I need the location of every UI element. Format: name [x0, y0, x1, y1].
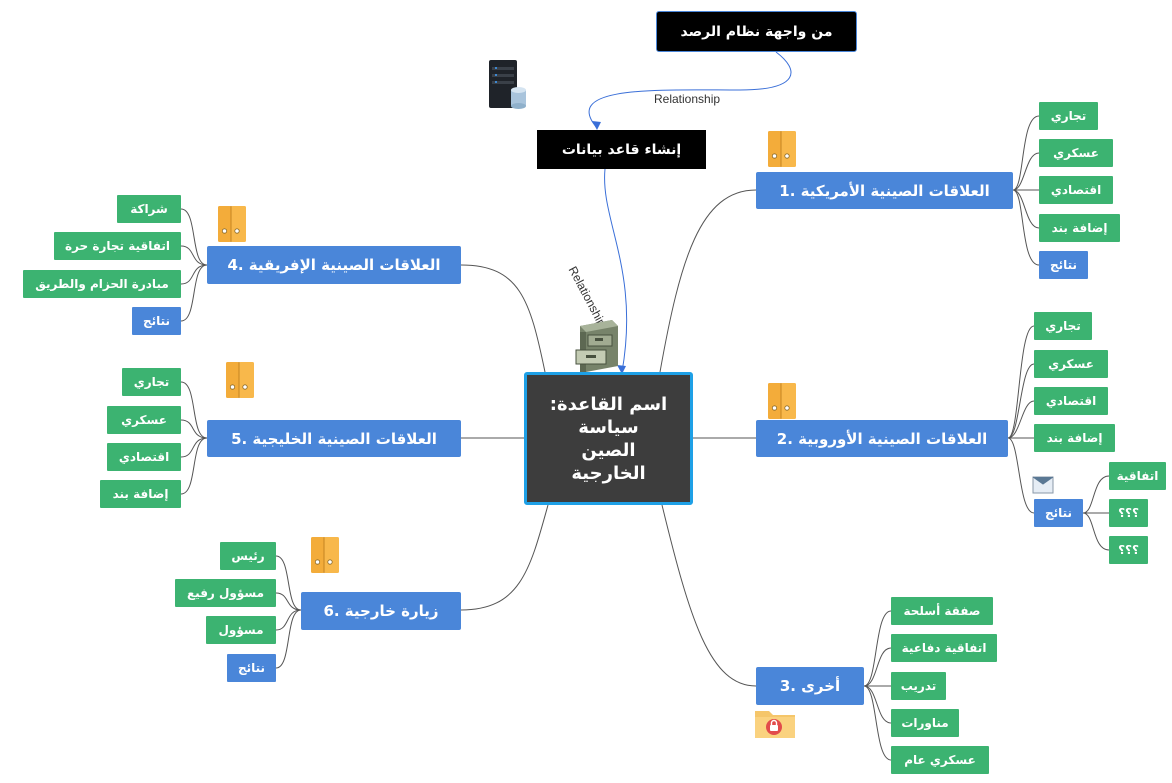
- leaf-b4-belt-road[interactable]: مبادرة الحزام والطريق: [23, 270, 181, 298]
- leaf-b2-results[interactable]: نتائج: [1034, 499, 1083, 527]
- leaf-b2-trade[interactable]: تجاري: [1034, 312, 1092, 340]
- leaf-b1-military[interactable]: عسكري: [1039, 139, 1113, 167]
- lock-folder-icon: [755, 711, 795, 738]
- binder-icon: [768, 383, 796, 419]
- server-icon: [489, 60, 526, 109]
- branch-gulf-relations[interactable]: العلاقات الصينية الخليجية .5: [207, 420, 461, 457]
- leaf-b1-add-item[interactable]: إضافة بند: [1039, 214, 1120, 242]
- leaf-b5-economic[interactable]: اقتصادي: [107, 443, 181, 471]
- subleaf-unknown-2[interactable]: ؟؟؟: [1109, 536, 1148, 564]
- leaf-b1-trade[interactable]: تجاري: [1039, 102, 1098, 130]
- leaf-b5-military[interactable]: عسكري: [107, 406, 181, 434]
- leaf-b3-arms-deal[interactable]: صفقة أسلحة: [891, 597, 993, 625]
- leaf-b3-general-military[interactable]: عسكري عام: [891, 746, 989, 774]
- branch-eu-relations[interactable]: العلاقات الصينية الأوروبية .2: [756, 420, 1008, 457]
- leaf-b4-results[interactable]: نتائج: [132, 307, 181, 335]
- leaf-b6-senior-official[interactable]: مسؤول رفيع: [175, 579, 276, 607]
- leaf-b5-add-item[interactable]: إضافة بند: [100, 480, 181, 508]
- leaf-b1-economic[interactable]: اقتصادي: [1039, 176, 1113, 204]
- leaf-b6-results[interactable]: نتائج: [227, 654, 276, 682]
- filing-cabinet-icon: [575, 320, 618, 372]
- branch-africa-relations[interactable]: العلاقات الصينية الإفريقية .4: [207, 246, 461, 284]
- create-database-node[interactable]: إنشاء قاعد بيانات: [537, 130, 706, 169]
- branch-other[interactable]: أخرى .3: [756, 667, 864, 705]
- leaf-b2-military[interactable]: عسكري: [1034, 350, 1108, 378]
- leaf-b1-results[interactable]: نتائج: [1039, 251, 1088, 279]
- leaf-b4-partnership[interactable]: شراكة: [117, 195, 181, 223]
- binder-icon: [226, 362, 254, 398]
- subleaf-unknown-1[interactable]: ؟؟؟: [1109, 499, 1148, 527]
- binder-icon: [311, 537, 339, 573]
- leaf-b3-defense-agreement[interactable]: اتفاقية دفاعية: [891, 634, 997, 662]
- center-line-3: الصين: [581, 439, 636, 461]
- leaf-b3-maneuvers[interactable]: مناورات: [891, 709, 959, 737]
- binder-icon: [218, 206, 246, 242]
- leaf-b2-economic[interactable]: اقتصادي: [1034, 387, 1108, 415]
- leaf-b6-president[interactable]: رئيس: [220, 542, 276, 570]
- relationship-label-1: Relationship: [654, 92, 721, 106]
- branch-us-relations[interactable]: العلاقات الصينية الأمريكية .1: [756, 172, 1013, 209]
- leaf-b4-free-trade[interactable]: اتفاقية تجارة حرة: [54, 232, 181, 260]
- leaf-b6-official[interactable]: مسؤول: [206, 616, 276, 644]
- center-line-2: سياسة: [578, 416, 639, 438]
- center-line-4: الخارجية: [571, 462, 646, 484]
- central-topic[interactable]: اسم القاعدة: سياسة الصين الخارجية: [524, 372, 693, 505]
- leaf-b2-add-item[interactable]: إضافة بند: [1034, 424, 1115, 452]
- inbox-icon: [1032, 476, 1054, 494]
- leaf-b5-trade[interactable]: تجاري: [122, 368, 181, 396]
- monitor-interface-node[interactable]: من واجهة نظام الرصد: [656, 11, 857, 52]
- branch-foreign-visit[interactable]: زيارة خارجية .6: [301, 592, 461, 630]
- center-line-1: اسم القاعدة:: [549, 393, 668, 415]
- leaf-b3-training[interactable]: تدريب: [891, 672, 946, 700]
- binder-icon: [768, 131, 796, 167]
- subleaf-agreement[interactable]: اتفاقية: [1109, 462, 1166, 490]
